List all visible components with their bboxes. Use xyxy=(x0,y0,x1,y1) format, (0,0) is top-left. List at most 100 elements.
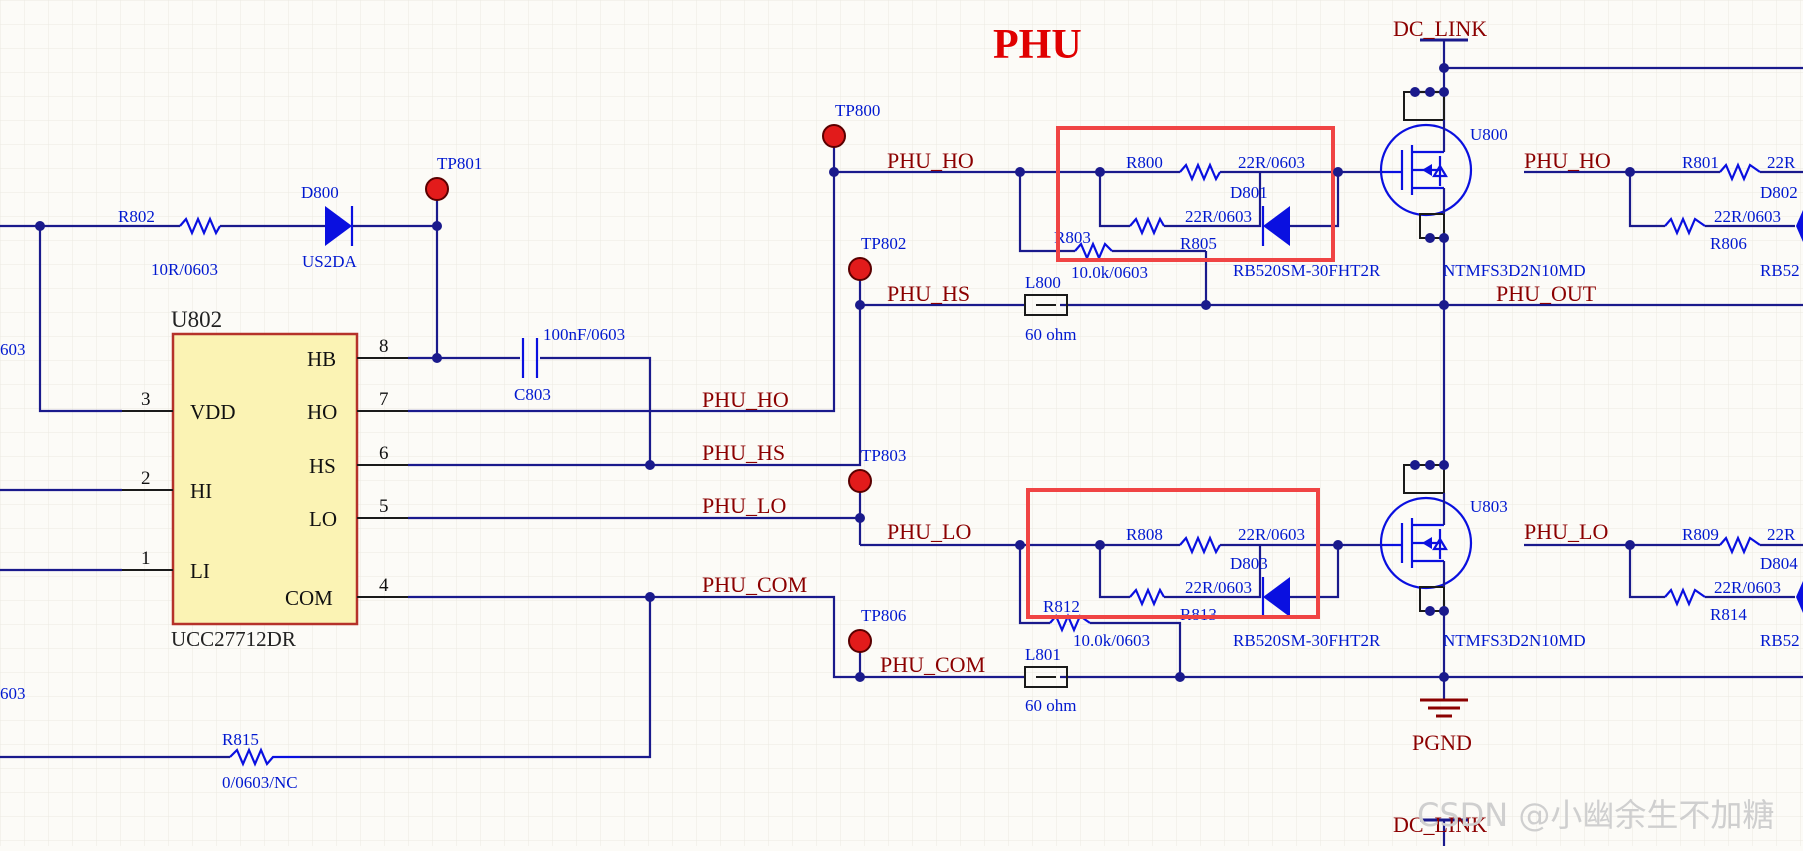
l801-ref: L801 xyxy=(1025,645,1061,664)
pin-name-hs: HS xyxy=(309,454,336,478)
l801-value: 60 ohm xyxy=(1025,696,1076,715)
r805-ref: R805 xyxy=(1180,234,1217,253)
testpoint-tp806[interactable]: TP806 xyxy=(848,606,906,677)
testpoint-tp802[interactable]: TP802 xyxy=(848,234,906,305)
resistor-r805[interactable]: 22R/0603 R805 xyxy=(1129,207,1252,253)
pin-num-7: 7 xyxy=(379,389,389,410)
resistor-r803[interactable]: R803 10.0k/0603 xyxy=(1054,228,1148,282)
r803-ref: R803 xyxy=(1054,228,1091,247)
diode-d801[interactable]: D801 RB520SM-30FHT2R xyxy=(1230,183,1381,280)
d803-value: RB520SM-30FHT2R xyxy=(1233,631,1381,650)
r808-ref: R808 xyxy=(1126,525,1163,544)
net-phu-ho-right: PHU_HO xyxy=(1524,148,1611,173)
d800-value: US2DA xyxy=(302,252,358,271)
pin-num-6: 6 xyxy=(379,443,389,464)
u803-value: NTMFS3D2N10MD xyxy=(1443,631,1586,650)
net-phu-lo-right: PHU_LO xyxy=(1524,519,1608,544)
r808-value: 22R/0603 xyxy=(1238,525,1305,544)
ic-part: UCC27712DR xyxy=(171,627,296,651)
pin-num-2: 2 xyxy=(141,468,151,489)
r812-value: 10.0k/0603 xyxy=(1073,631,1150,650)
r806-ref: R806 xyxy=(1710,234,1747,253)
right-wiring xyxy=(1524,170,1803,599)
diode-d800[interactable]: D800 US2DA xyxy=(301,183,358,271)
left-wiring xyxy=(0,172,1025,759)
d802-ref: D802 xyxy=(1760,183,1798,202)
resistor-r801[interactable]: R801 22R xyxy=(1682,153,1796,182)
r801-value: 22R xyxy=(1767,153,1796,172)
rb52-label-a: RB52 xyxy=(1760,261,1800,280)
net-phu-ho-gate: PHU_HO xyxy=(887,148,974,173)
u800-ref: U800 xyxy=(1470,125,1508,144)
pin-num-5: 5 xyxy=(379,496,389,517)
r802-value: 10R/0603 xyxy=(151,260,218,279)
net-phu-lo-gate: PHU_LO xyxy=(887,519,971,544)
power-dc-link-top: DC_LINK xyxy=(1393,16,1487,42)
resistor-r814[interactable]: 22R/0603 R814 xyxy=(1664,578,1781,624)
resistor-r815[interactable]: R815 0/0603/NC xyxy=(222,730,300,792)
diode-d804[interactable]: D804 RB52 xyxy=(1760,554,1803,650)
u800-value: NTMFS3D2N10MD xyxy=(1443,261,1586,280)
pin-name-li: LI xyxy=(190,559,210,583)
ic-u802[interactable]: U802 UCC27712DR VDD HI LI HB HO HS LO CO… xyxy=(122,307,408,651)
r814-ref: R814 xyxy=(1710,605,1747,624)
resistor-r800[interactable]: R800 22R/0603 xyxy=(1126,153,1305,182)
edge-label-1: 603 xyxy=(0,340,26,359)
r809-ref: R809 xyxy=(1682,525,1719,544)
pin-name-vdd: VDD xyxy=(190,400,236,424)
net-phu-ho-left: PHU_HO xyxy=(702,387,789,412)
junctions xyxy=(35,63,1635,682)
capacitor-c803[interactable]: 100nF/0603 C803 xyxy=(514,325,625,404)
resistor-r808[interactable]: R808 22R/0603 xyxy=(1126,525,1305,555)
tp806-label: TP806 xyxy=(861,606,906,625)
d801-value: RB520SM-30FHT2R xyxy=(1233,261,1381,280)
net-phu-hs-left: PHU_HS xyxy=(702,440,785,465)
resistor-r806[interactable]: 22R/0603 R806 xyxy=(1664,207,1781,253)
r812-ref: R812 xyxy=(1043,597,1080,616)
r813-ref: R813 xyxy=(1180,605,1217,624)
d801-ref: D801 xyxy=(1230,183,1268,202)
r800-ref: R800 xyxy=(1126,153,1163,172)
testpoint-tp801[interactable]: TP801 xyxy=(425,154,482,226)
l800-value: 60 ohm xyxy=(1025,325,1076,344)
pin-num-3: 3 xyxy=(141,389,151,410)
testpoint-tp800[interactable]: TP800 xyxy=(822,101,880,172)
c803-ref: C803 xyxy=(514,385,551,404)
pin-name-hb: HB xyxy=(307,347,336,371)
ferrite-l801[interactable]: L801 60 ohm xyxy=(1024,645,1076,715)
testpoint-tp803[interactable]: TP803 xyxy=(848,446,906,518)
r800-value: 22R/0603 xyxy=(1238,153,1305,172)
pin-num-4: 4 xyxy=(379,575,389,596)
tp802-label: TP802 xyxy=(861,234,906,253)
d800-ref: D800 xyxy=(301,183,339,202)
sheet-title: PHU xyxy=(993,22,1082,68)
d803-ref: D803 xyxy=(1230,554,1268,573)
mosfet-u803[interactable]: U803 NTMFS3D2N10MD xyxy=(1379,464,1586,650)
rb52-label-b: RB52 xyxy=(1760,631,1800,650)
r814-value: 22R/0603 xyxy=(1714,578,1781,597)
highlight-box-high-side xyxy=(1056,126,1335,262)
resistor-r813[interactable]: 22R/0603 R813 xyxy=(1129,578,1252,624)
r815-value: 0/0603/NC xyxy=(222,773,298,792)
dc-link-bottom-label: DC_LINK xyxy=(1393,812,1487,837)
r801-ref: R801 xyxy=(1682,153,1719,172)
diode-d802[interactable]: D802 RB52 xyxy=(1760,183,1803,280)
net-phu-lo-left: PHU_LO xyxy=(702,493,786,518)
c803-value: 100nF/0603 xyxy=(543,325,625,344)
pin-num-8: 8 xyxy=(379,336,389,357)
mosfet-u800[interactable]: U800 NTMFS3D2N10MD xyxy=(1379,91,1586,280)
r815-ref: R815 xyxy=(222,730,259,749)
dc-link-top-label: DC_LINK xyxy=(1393,16,1487,41)
resistor-r809[interactable]: R809 22R xyxy=(1682,525,1796,555)
edge-label-2: 603 xyxy=(0,684,26,703)
ferrite-l800[interactable]: L800 60 ohm xyxy=(1024,273,1076,344)
resistor-r802[interactable]: R802 10R/0603 xyxy=(118,207,221,279)
r809-value: 22R xyxy=(1767,525,1796,544)
pin-name-hi: HI xyxy=(190,479,212,503)
pin-num-1: 1 xyxy=(141,548,151,569)
diode-d803[interactable]: D803 RB520SM-30FHT2R xyxy=(1230,554,1381,650)
pin-name-com: COM xyxy=(285,586,333,610)
tp800-label: TP800 xyxy=(835,101,880,120)
pgnd-label: PGND xyxy=(1412,730,1472,755)
